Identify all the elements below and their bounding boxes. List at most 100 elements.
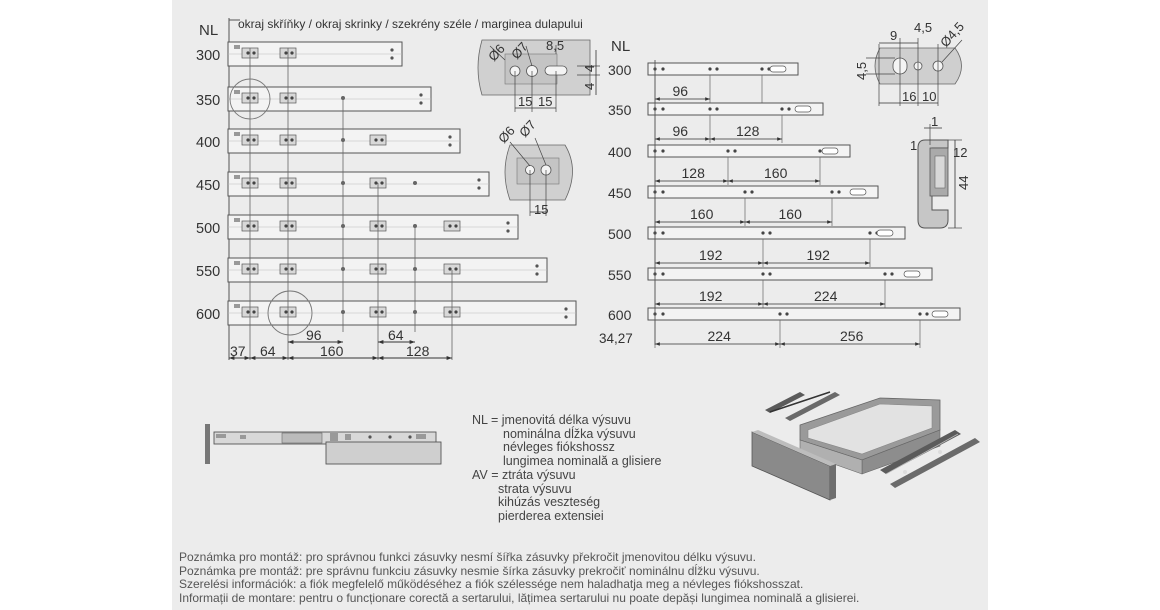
nl-label-right: NL — [611, 38, 630, 55]
rail-hole — [743, 190, 747, 194]
rail-hole — [413, 224, 417, 228]
dim-160: 160 — [320, 343, 344, 359]
profile-12: 12 — [953, 145, 967, 160]
detail-right-16: 16 — [902, 89, 916, 104]
right-spacing-label: 192 — [807, 247, 831, 263]
profile-1a: 1 — [931, 114, 938, 129]
left-length-label: 350 — [196, 93, 220, 109]
drawer-3d-illustration — [751, 391, 980, 501]
left-length-label: 550 — [196, 264, 220, 280]
right-spacing-label: 128 — [736, 123, 760, 139]
detail-right-45b: 4,5 — [854, 62, 869, 80]
rail-hole — [830, 190, 834, 194]
dim-96: 96 — [306, 327, 322, 343]
legend-nl-line-3: névleges fiókshossz — [503, 440, 615, 454]
right-length-label: 400 — [608, 144, 632, 160]
right-rail: 350 96 128 — [608, 102, 824, 143]
rail-hole — [778, 312, 782, 316]
mounting-notes: Poznámka pro montáž: pro správnou funkci… — [179, 550, 860, 605]
dim-128: 128 — [406, 343, 430, 359]
legend-nl-line-4: lungimea nominală a glisiere — [503, 453, 662, 468]
side-view-drawer — [205, 424, 442, 465]
right-rail: 450 160 160 — [608, 185, 879, 226]
legend-nl-line-2: nominálna dĺžka výsuvu — [503, 426, 636, 441]
right-length-label: 600 — [608, 307, 632, 323]
legend-av-line-3: kihúzás veszteség — [498, 495, 601, 509]
detail-mid-d6: Ø6 — [495, 123, 518, 146]
rail-hole — [868, 231, 872, 235]
cabinet-edge-label: okraj skříňky / okraj skrinky / szekrény… — [238, 17, 583, 31]
detail-right-10: 10 — [922, 89, 936, 104]
right-length-label: 450 — [608, 185, 632, 201]
right-spacing-label: 160 — [779, 206, 803, 222]
legend-av: AV = ztráta výsuvu strata výsuvu kihúzás… — [472, 468, 604, 523]
right-rail-body — [647, 307, 961, 321]
rail-hole — [413, 181, 417, 185]
rail-cross-section: 1 1 12 44 — [910, 114, 971, 229]
left-rail: 450 — [196, 171, 490, 197]
right-offset: 34,27 — [599, 331, 633, 346]
legend-av-line-4: pierderea extensiei — [498, 508, 604, 523]
rail-hole — [918, 312, 922, 316]
left-rail: 350 — [196, 86, 432, 112]
nl-label-left: NL — [199, 22, 218, 39]
detail-top-15b: 15 — [538, 94, 552, 109]
detail-right-9: 9 — [890, 28, 897, 43]
left-rail: 550 — [196, 257, 548, 283]
right-spacing-label: 224 — [814, 288, 838, 304]
rail-hole — [726, 149, 730, 153]
rail-hole — [883, 272, 887, 276]
right-length-label: 300 — [608, 62, 632, 78]
detail-top-4b: 4 — [582, 83, 597, 90]
rail-hole — [761, 231, 765, 235]
rail-hole — [708, 107, 712, 111]
rail-hole — [818, 149, 822, 153]
left-rail: 600 — [196, 300, 577, 326]
right-rail: 300 96 — [608, 62, 799, 103]
note-hu: Szerelési információk: a fiók megfelelő … — [179, 577, 804, 592]
rail-hole — [708, 67, 712, 71]
note-ro: Informații de montare: pentru o funcțion… — [179, 590, 860, 605]
dim-37: 37 — [230, 343, 246, 359]
detail-mid-d7: Ø7 — [516, 117, 539, 140]
detail-mid-15: 15 — [534, 202, 548, 217]
detail-top-15a: 15 — [518, 94, 532, 109]
left-length-label: 500 — [196, 221, 220, 237]
detail-top-85: 8,5 — [546, 38, 564, 53]
left-length-label: 450 — [196, 178, 220, 194]
detail-right-45a: 4,5 — [914, 20, 932, 35]
right-length-label: 500 — [608, 226, 632, 242]
right-rail-body — [647, 267, 933, 281]
detail-rail-end-mid: Ø6 Ø7 15 — [495, 117, 573, 217]
legend-nl: NL = jmenovitá délka výsuvu nominálna dĺ… — [472, 413, 662, 468]
detail-front-holes: 9 4,5 Ø4,5 4,5 16 10 — [854, 19, 967, 106]
rail-hole — [761, 272, 765, 276]
left-rail: 300 — [196, 41, 403, 67]
profile-44: 44 — [956, 176, 971, 190]
left-length-label: 400 — [196, 135, 220, 151]
left-length-label: 300 — [196, 48, 220, 64]
right-spacing-label: 96 — [673, 123, 689, 139]
right-spacing-label: 256 — [840, 328, 864, 344]
dim-64a: 64 — [260, 343, 276, 359]
right-spacing-label: 192 — [699, 247, 723, 263]
right-spacing-label: 96 — [673, 83, 689, 99]
right-rail-body — [647, 226, 906, 240]
right-rail-body — [647, 62, 799, 76]
right-spacing-label: 160 — [764, 165, 788, 181]
right-spacing-label: 160 — [690, 206, 714, 222]
legend-av-line-2: strata výsuvu — [498, 481, 572, 496]
right-rail-body — [647, 144, 851, 158]
detail-rail-end-top: Ø6 Ø7 8,5 4 4 15 15 — [477, 38, 600, 112]
rail-hole — [780, 107, 784, 111]
right-length-label: 350 — [608, 102, 632, 118]
right-spacing-label: 192 — [699, 288, 723, 304]
rail-slot — [443, 220, 461, 232]
right-length-label: 550 — [608, 267, 632, 283]
rail-slot — [369, 134, 387, 146]
right-rail: 500 192 192 — [608, 226, 906, 267]
legend-av-line-1: AV = ztráta výsuvu — [472, 468, 576, 482]
